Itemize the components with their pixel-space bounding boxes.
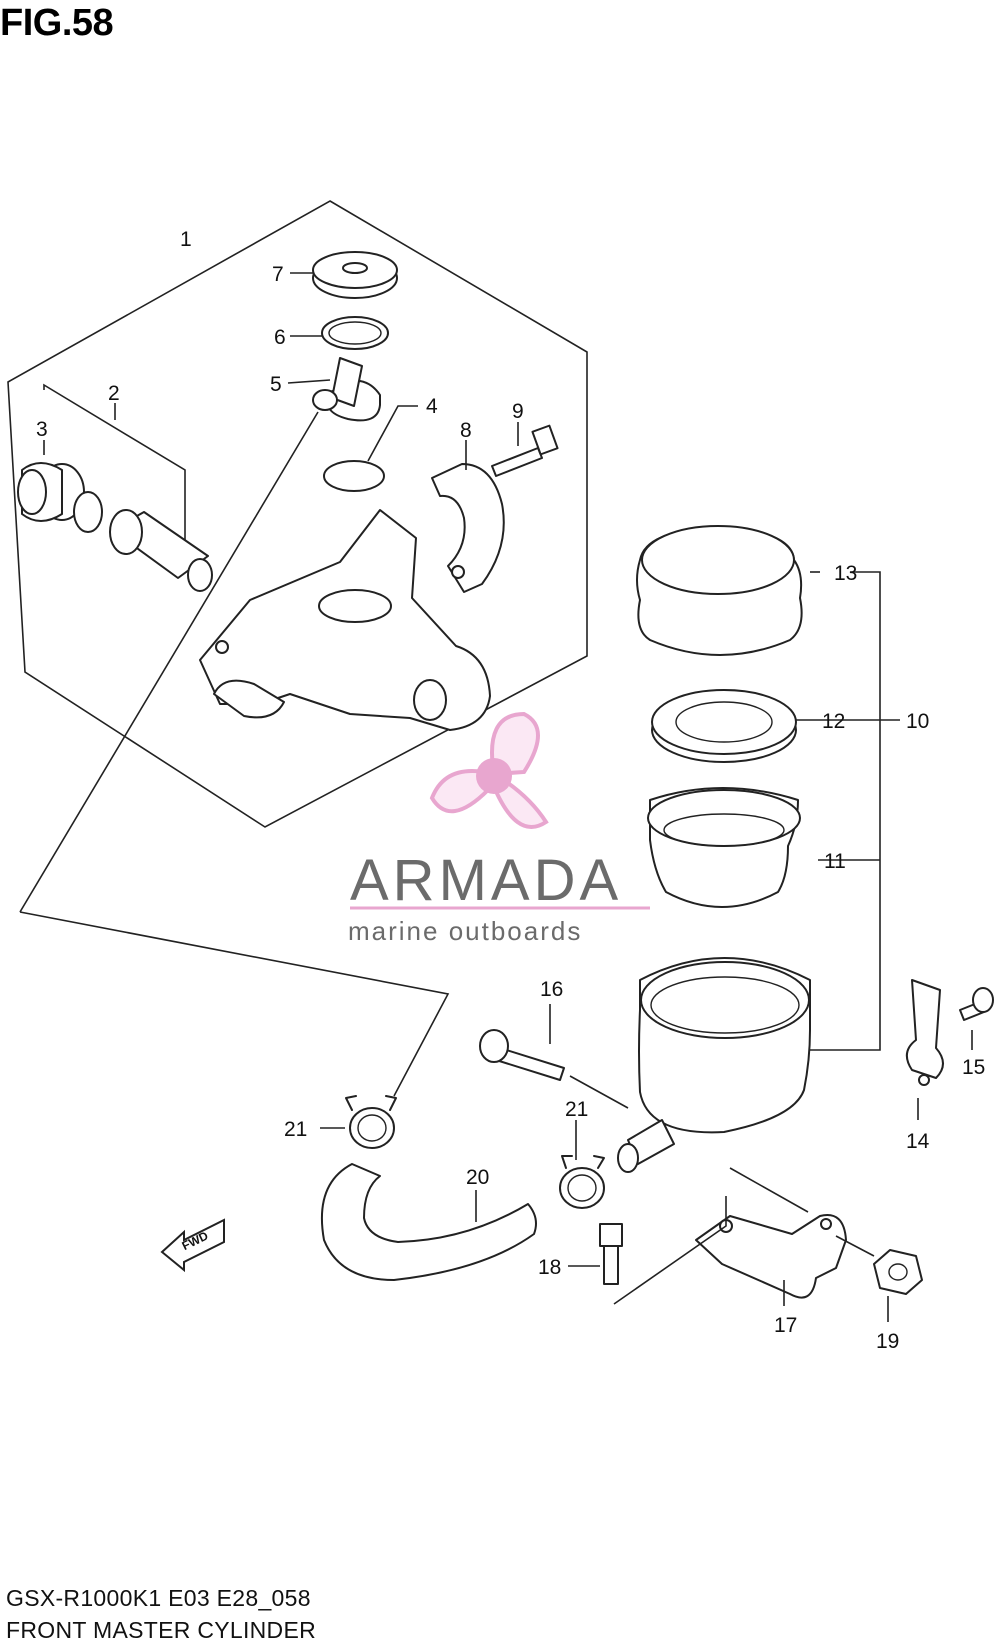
fwd-direction-badge: FWD (160, 1218, 225, 1273)
label-part-10: 10 (906, 710, 929, 733)
label-part-13: 13 (834, 562, 857, 585)
label-part-8: 8 (460, 419, 472, 442)
part-21-clamp-right (559, 1155, 605, 1209)
propeller-icon (429, 711, 549, 829)
watermark-brand: ARMADA (350, 848, 622, 913)
assembly-outline (7, 200, 588, 828)
label-part-4: 4 (426, 395, 438, 418)
part-8-holder (431, 463, 505, 593)
part-19-nut (873, 1249, 923, 1295)
watermark-tagline: marine outboards (348, 916, 582, 946)
label-part-14: 14 (906, 1130, 930, 1153)
part-16-bolt (479, 1029, 565, 1081)
label-part-11: 11 (824, 850, 846, 873)
part-9-bolt (491, 424, 559, 477)
bracket-10 (768, 571, 881, 1051)
label-part-21b: 21 (565, 1098, 588, 1121)
part-15-screw (959, 987, 994, 1021)
figure-title: FIG.58 (0, 2, 114, 44)
label-part-2: 2 (108, 382, 120, 405)
part-2-circlip (73, 491, 103, 533)
part-3-cup (17, 462, 85, 522)
label-part-21a: 21 (284, 1118, 307, 1141)
label-part-7: 7 (272, 263, 284, 286)
reservoir-body (617, 957, 811, 1173)
part-18-bolt (599, 1223, 623, 1285)
part-13-cap (636, 525, 803, 656)
label-part-1: 1 (180, 228, 192, 251)
label-part-15: 15 (962, 1056, 985, 1079)
part-12-plate (651, 689, 797, 763)
part-21-clamp-left (345, 1095, 397, 1149)
footer-section-name: FRONT MASTER CYLINDER (6, 1617, 317, 1643)
label-part-16: 16 (540, 978, 563, 1001)
label-part-19: 19 (876, 1330, 899, 1353)
label-part-9: 9 (512, 400, 524, 423)
part-17-stay (695, 1214, 847, 1299)
hose-route-leader (19, 911, 450, 1097)
part-5-connector (312, 357, 381, 422)
part-7-cap (312, 251, 398, 299)
part-2-piston (109, 509, 213, 592)
footer-model-code: GSX-R1000K1 E03 E28_058 (6, 1585, 311, 1611)
label-part-3: 3 (36, 418, 48, 441)
part-20-hose (320, 1163, 537, 1281)
label-part-12: 12 (822, 710, 845, 733)
label-part-6: 6 (274, 326, 286, 349)
label-part-17: 17 (774, 1314, 797, 1337)
bracket-2-3 (43, 383, 186, 545)
part-11-diaphragm (647, 787, 801, 908)
label-part-20: 20 (466, 1166, 489, 1189)
label-part-18: 18 (538, 1256, 561, 1279)
part-14-bracket (905, 979, 944, 1086)
part-6-circlip (321, 316, 389, 350)
label-part-5: 5 (270, 373, 282, 396)
part-4-o-ring (323, 460, 385, 492)
master-cylinder-body (199, 509, 491, 731)
armada-logo: ARMADA marine outboards (348, 711, 650, 946)
hose-leader-top (19, 411, 319, 913)
